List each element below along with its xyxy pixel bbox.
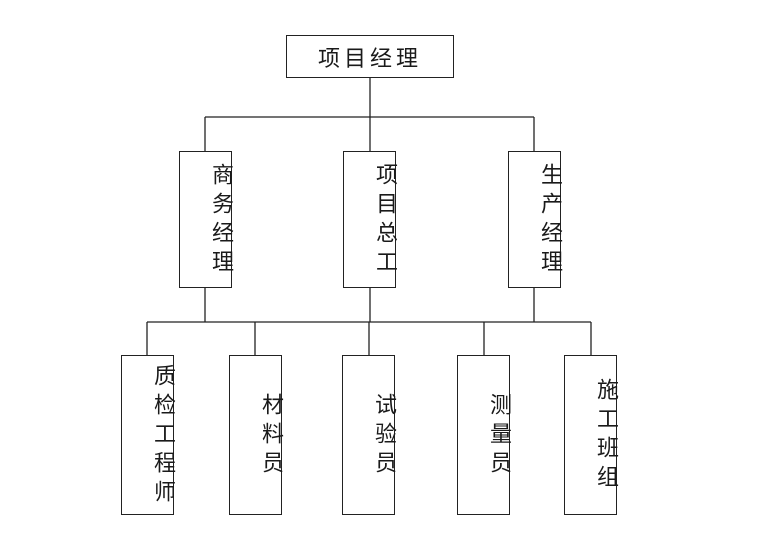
node-label: 质检工程师 bbox=[150, 363, 175, 509]
node-chief-engineer: 项目总工 bbox=[343, 151, 397, 288]
node-label: 试验员 bbox=[371, 392, 396, 480]
node-production-manager: 生产经理 bbox=[508, 151, 562, 288]
node-construction-team: 施工班组 bbox=[564, 355, 618, 515]
node-project-manager: 项目经理 bbox=[286, 35, 454, 78]
node-business-manager: 商务经理 bbox=[179, 151, 233, 288]
node-label: 生产经理 bbox=[537, 162, 562, 279]
node-quality-inspector: 质检工程师 bbox=[121, 355, 175, 515]
node-lab-technician: 试验员 bbox=[342, 355, 396, 515]
node-label: 项目经理 bbox=[317, 46, 422, 72]
node-label: 测量员 bbox=[486, 392, 511, 480]
node-label: 材料员 bbox=[258, 392, 283, 480]
node-surveyor: 测量员 bbox=[457, 355, 511, 515]
node-label: 施工班组 bbox=[593, 378, 618, 494]
node-materials-clerk: 材料员 bbox=[229, 355, 283, 515]
node-label: 项目总工 bbox=[372, 162, 397, 279]
node-label: 商务经理 bbox=[208, 162, 233, 279]
